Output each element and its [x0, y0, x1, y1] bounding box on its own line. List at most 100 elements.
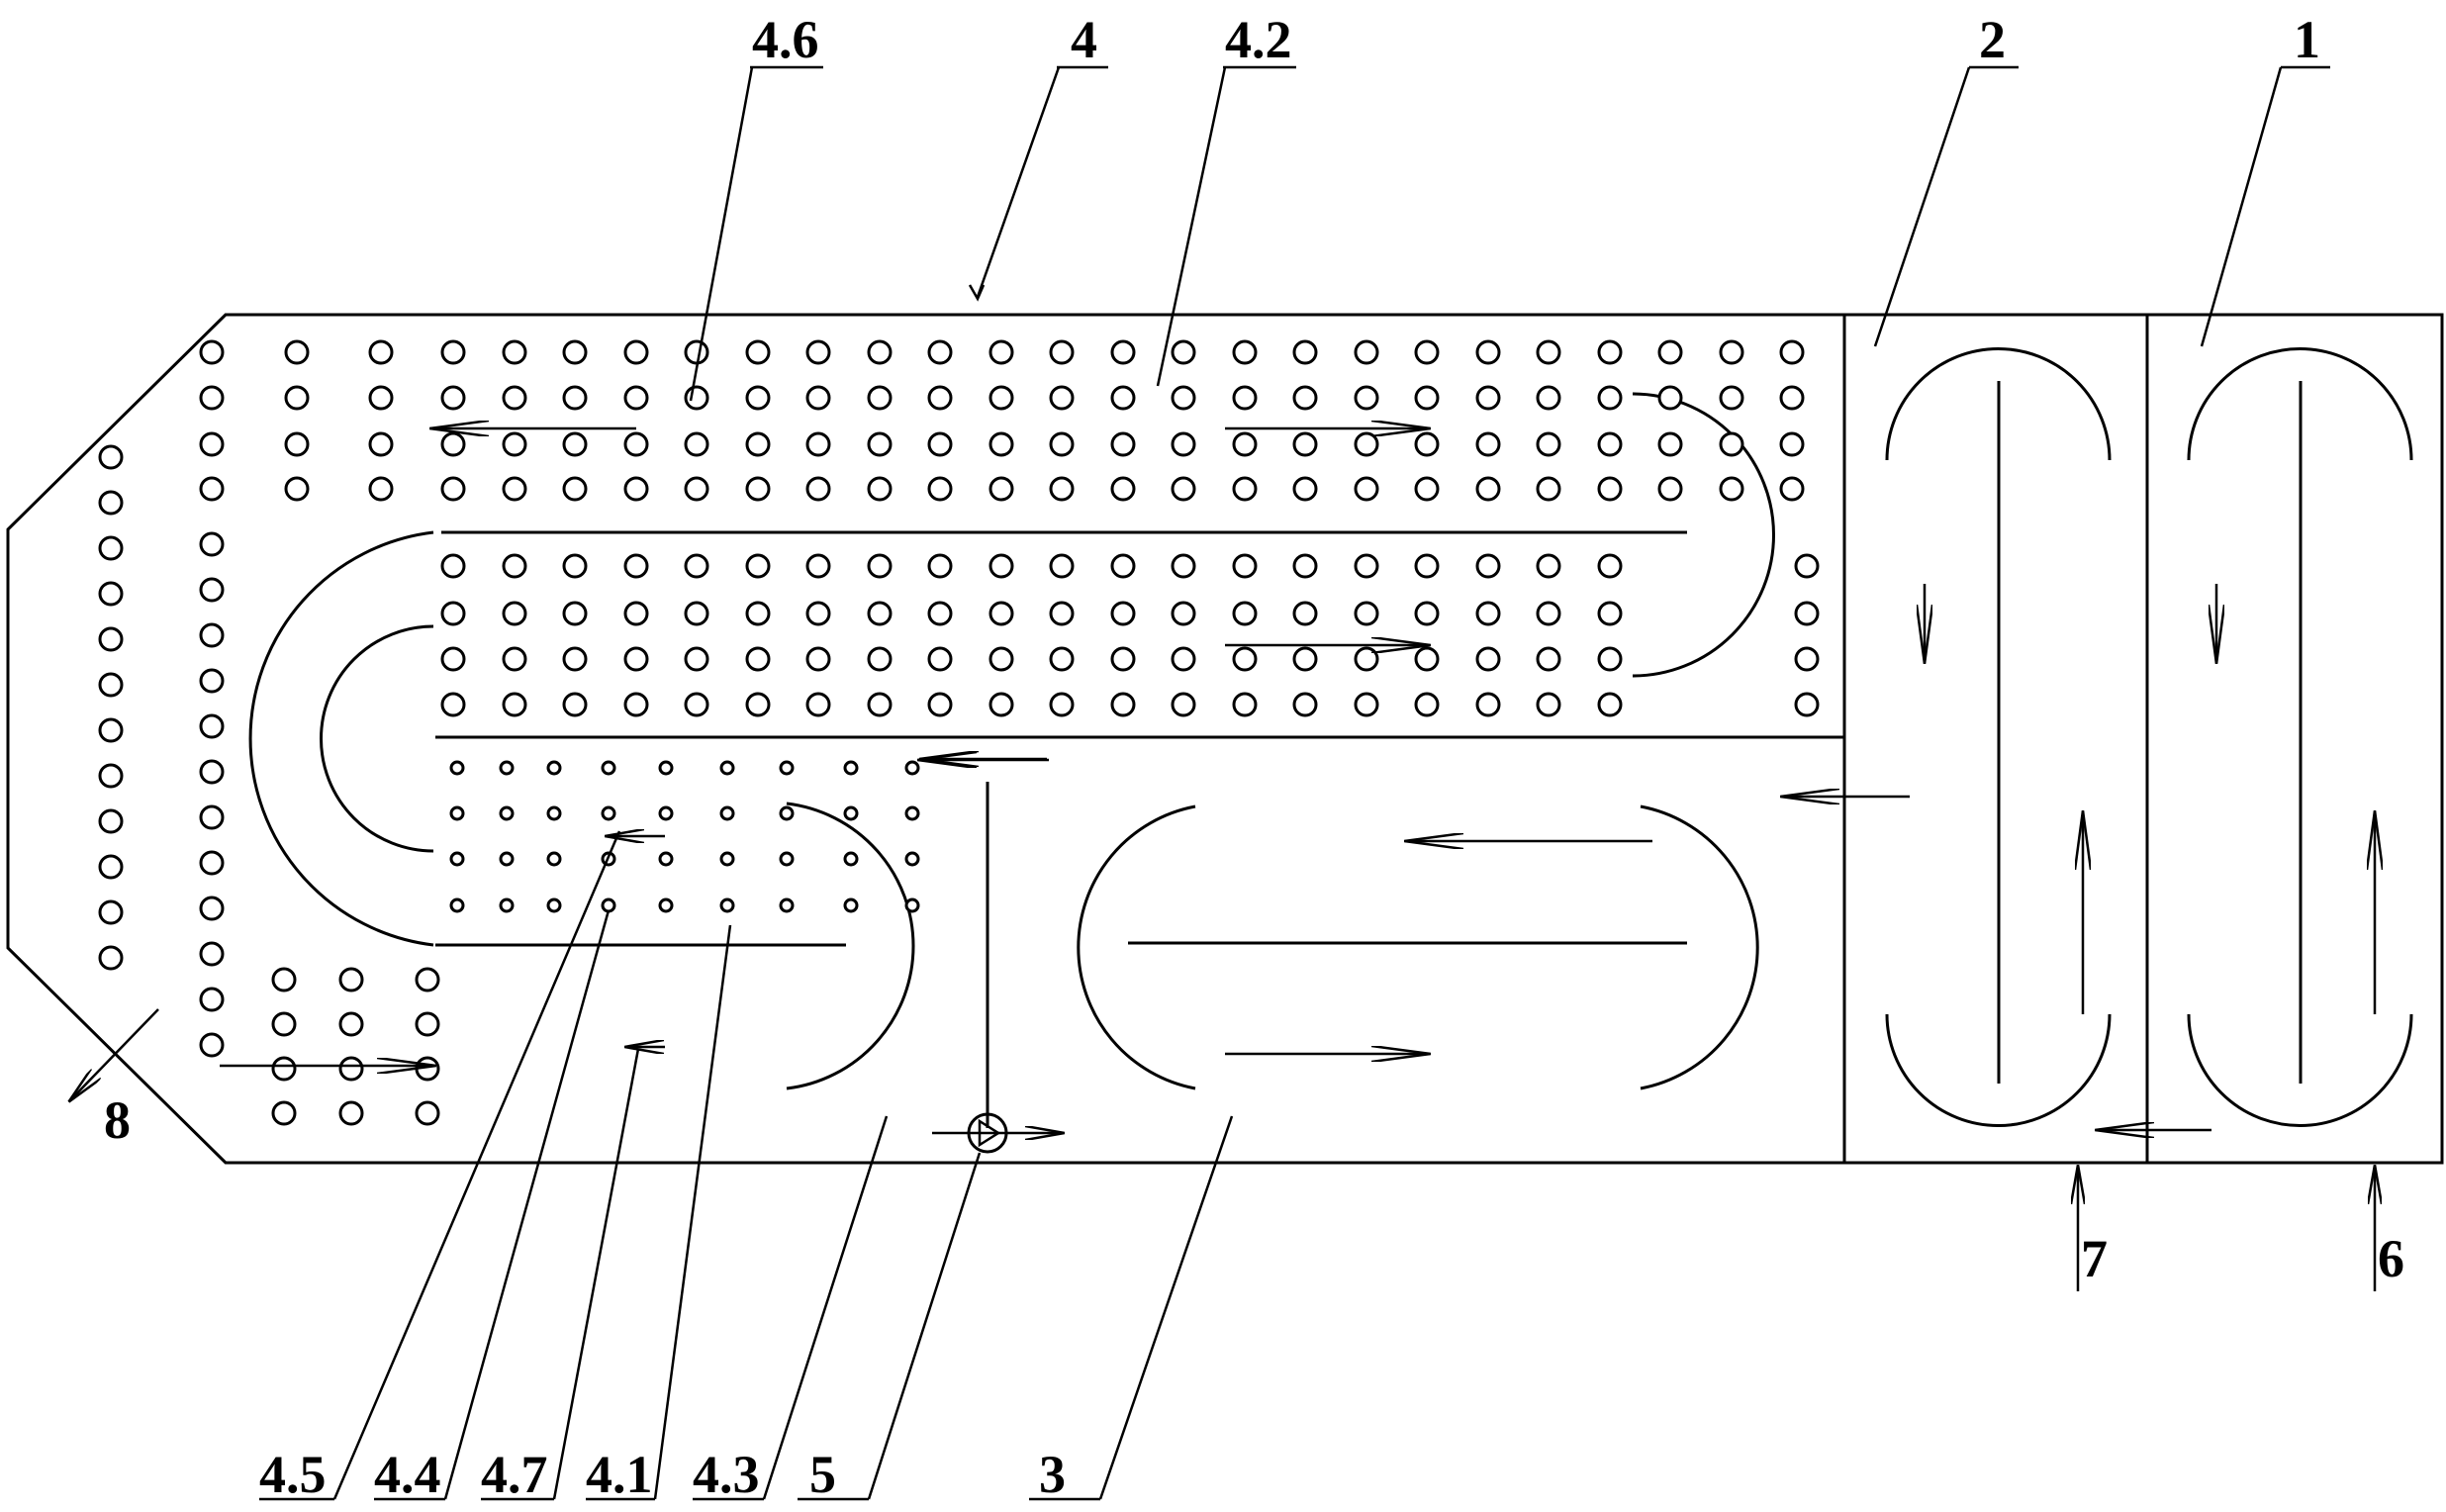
- hole: [745, 476, 771, 502]
- hole: [779, 805, 795, 821]
- hole: [927, 385, 953, 411]
- tank1-top-arc: [2187, 347, 2413, 461]
- hole: [1475, 476, 1501, 502]
- label-5: 5: [809, 1445, 836, 1504]
- hole: [779, 760, 795, 776]
- hole: [1597, 692, 1623, 717]
- hole: [199, 476, 225, 502]
- hole: [867, 553, 893, 579]
- hole: [623, 692, 649, 717]
- hole: [1171, 692, 1196, 717]
- hole: [988, 431, 1014, 457]
- label-4-2: 4.2: [1225, 10, 1292, 69]
- tank1-bottom-arc: [2187, 1013, 2413, 1127]
- hole: [1354, 431, 1379, 457]
- hole: [98, 444, 124, 470]
- hole: [1049, 385, 1075, 411]
- hole: [502, 692, 527, 717]
- hole: [562, 385, 588, 411]
- hole: [1475, 646, 1501, 672]
- leader-4-4: [443, 909, 611, 1500]
- hole: [601, 898, 616, 913]
- leader-4-2: [1156, 66, 1227, 387]
- hole: [368, 339, 394, 365]
- hole: [1414, 553, 1440, 579]
- hole: [843, 805, 859, 821]
- hole: [1292, 339, 1318, 365]
- hole: [98, 581, 124, 607]
- hole: [1110, 385, 1136, 411]
- pump: [967, 1112, 1008, 1154]
- hole: [338, 1011, 364, 1037]
- hole: [1232, 431, 1258, 457]
- label-2: 2: [1979, 10, 2006, 69]
- label-4-5: 4.5: [259, 1445, 327, 1504]
- label-4-4: 4.4: [374, 1445, 441, 1504]
- label-4-6: 4.6: [752, 10, 819, 69]
- hole: [927, 646, 953, 672]
- hole: [1536, 553, 1561, 579]
- hole: [1049, 431, 1075, 457]
- label-3: 3: [1039, 1445, 1066, 1504]
- hole: [546, 805, 562, 821]
- hole: [745, 385, 771, 411]
- hole: [1232, 339, 1258, 365]
- hole: [1171, 385, 1196, 411]
- hole: [440, 646, 466, 672]
- hole: [1597, 385, 1623, 411]
- hole: [449, 851, 465, 867]
- hole: [1597, 339, 1623, 365]
- hole: [805, 601, 831, 626]
- leader-4: [976, 66, 1061, 298]
- hole: [927, 601, 953, 626]
- hole: [546, 851, 562, 867]
- hole: [415, 967, 440, 992]
- hole: [1779, 476, 1805, 502]
- hole: [284, 339, 310, 365]
- hole: [1719, 385, 1744, 411]
- hole: [546, 760, 562, 776]
- hole: [1292, 601, 1318, 626]
- hole: [562, 431, 588, 457]
- hole: [440, 553, 466, 579]
- hole: [1110, 431, 1136, 457]
- hole: [1110, 476, 1136, 502]
- hole: [1794, 646, 1820, 672]
- leader-lines: [259, 65, 2330, 1501]
- hole: [98, 490, 124, 516]
- hole: [271, 967, 297, 992]
- hole: [1779, 385, 1805, 411]
- hole: [1597, 553, 1623, 579]
- hole: [843, 760, 859, 776]
- hole: [1171, 431, 1196, 457]
- hole: [623, 431, 649, 457]
- hole: [199, 622, 225, 648]
- hole: [1536, 385, 1561, 411]
- hole: [1719, 476, 1744, 502]
- hole: [199, 531, 225, 557]
- hole: [1292, 431, 1318, 457]
- hole: [927, 476, 953, 502]
- hole: [1110, 646, 1136, 672]
- hole: [98, 763, 124, 789]
- hole: [867, 339, 893, 365]
- leader-4-5: [332, 830, 621, 1500]
- hole: [1475, 553, 1501, 579]
- hole: [805, 692, 831, 717]
- hole: [1475, 385, 1501, 411]
- hole: [745, 601, 771, 626]
- hole: [98, 945, 124, 971]
- hole: [562, 646, 588, 672]
- hole: [1292, 646, 1318, 672]
- hole: [499, 805, 515, 821]
- hole: [904, 851, 920, 867]
- hole: [779, 851, 795, 867]
- hole: [562, 692, 588, 717]
- hole: [805, 476, 831, 502]
- hole: [199, 431, 225, 457]
- hole: [502, 339, 527, 365]
- hole: [199, 339, 225, 365]
- hole: [502, 385, 527, 411]
- hole: [1779, 339, 1805, 365]
